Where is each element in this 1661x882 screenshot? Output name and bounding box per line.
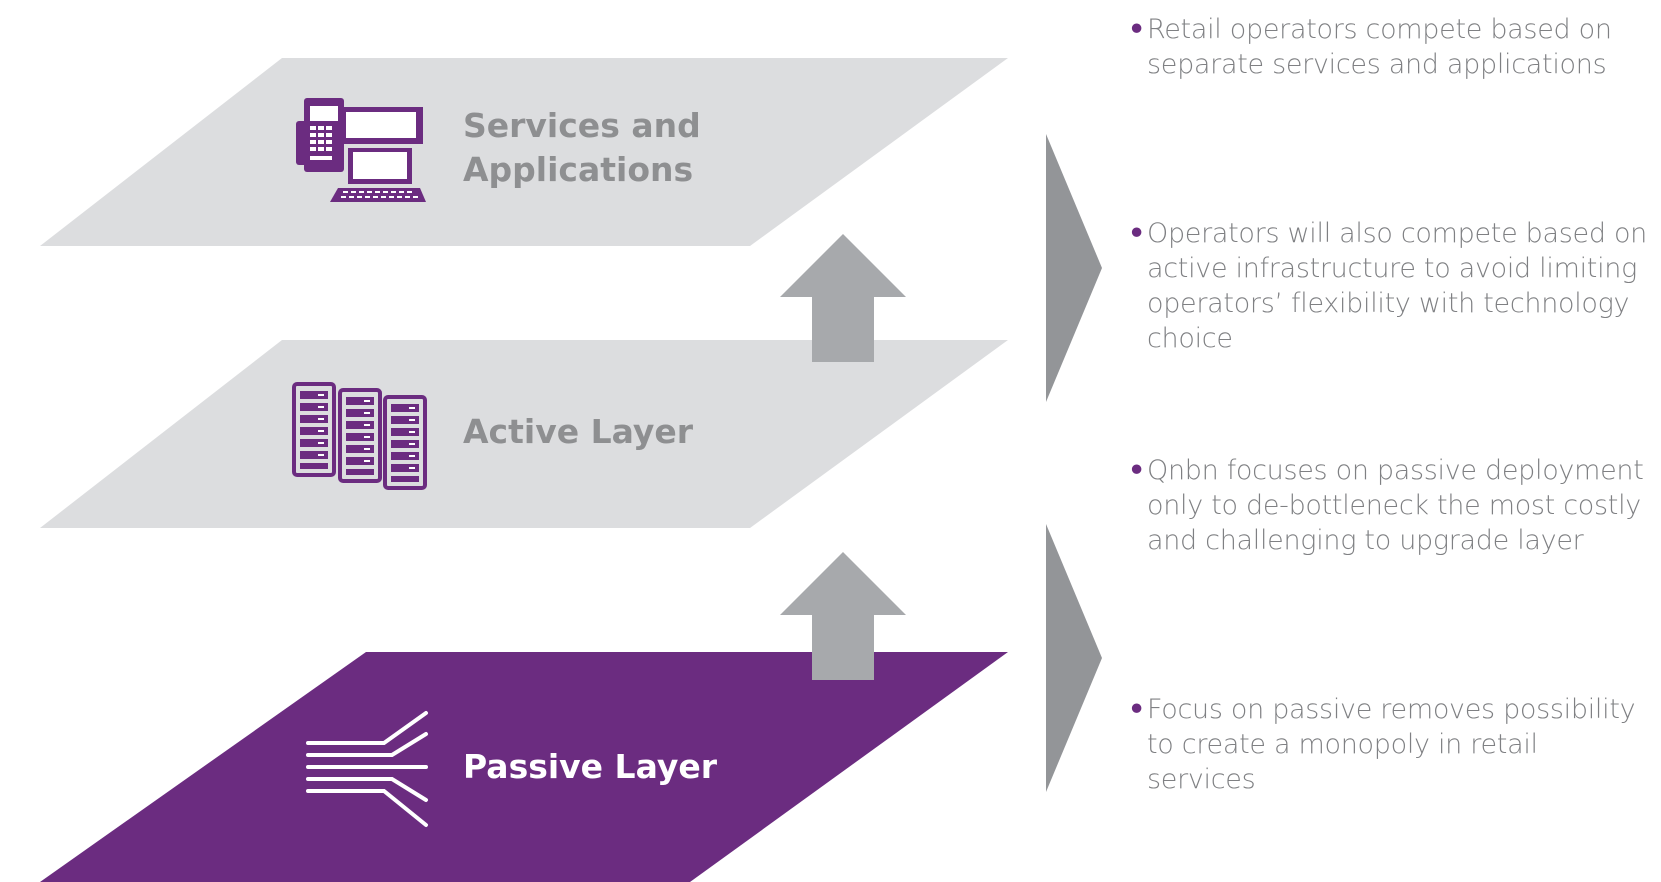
services-layer-plane bbox=[40, 58, 1008, 246]
server-racks-icon bbox=[292, 382, 427, 490]
bullet-dot: • bbox=[1128, 218, 1146, 249]
active-layer-plane bbox=[40, 340, 1008, 528]
bullet-text: Operators will also compete based on act… bbox=[1147, 218, 1647, 354]
bullet-dot: • bbox=[1128, 694, 1146, 725]
bullet-dot: • bbox=[1128, 455, 1146, 486]
bullet-text: Qnbn focuses on passive deployment only … bbox=[1147, 455, 1644, 556]
fiber-lines-icon bbox=[306, 711, 428, 827]
up-arrow-upper bbox=[780, 234, 906, 362]
active-layer-label: Active Layer bbox=[463, 412, 694, 451]
services-label-line1: Services and bbox=[463, 106, 701, 145]
bullet-text: Focus on passive removes possibility to … bbox=[1147, 694, 1636, 795]
computer-phone-icon bbox=[296, 98, 426, 202]
passive-layer-plane bbox=[40, 652, 1008, 882]
chevron-right-upper bbox=[1046, 134, 1102, 402]
bullet-item: • Operators will also compete based on a… bbox=[1128, 216, 1648, 356]
passive-layer-label: Passive Layer bbox=[463, 747, 717, 786]
bullet-text: Retail operators compete based on separa… bbox=[1147, 14, 1612, 80]
bullet-item: • Retail operators compete based on sepa… bbox=[1128, 12, 1648, 82]
bullet-dot: • bbox=[1128, 14, 1146, 45]
services-layer-label: Services and Applications bbox=[463, 104, 701, 192]
bullet-item: • Qnbn focuses on passive deployment onl… bbox=[1128, 453, 1648, 558]
services-label-line2: Applications bbox=[463, 150, 694, 189]
bullet-item: • Focus on passive removes possibility t… bbox=[1128, 692, 1648, 797]
chevron-right-lower bbox=[1046, 524, 1102, 792]
up-arrow-lower bbox=[780, 552, 906, 680]
